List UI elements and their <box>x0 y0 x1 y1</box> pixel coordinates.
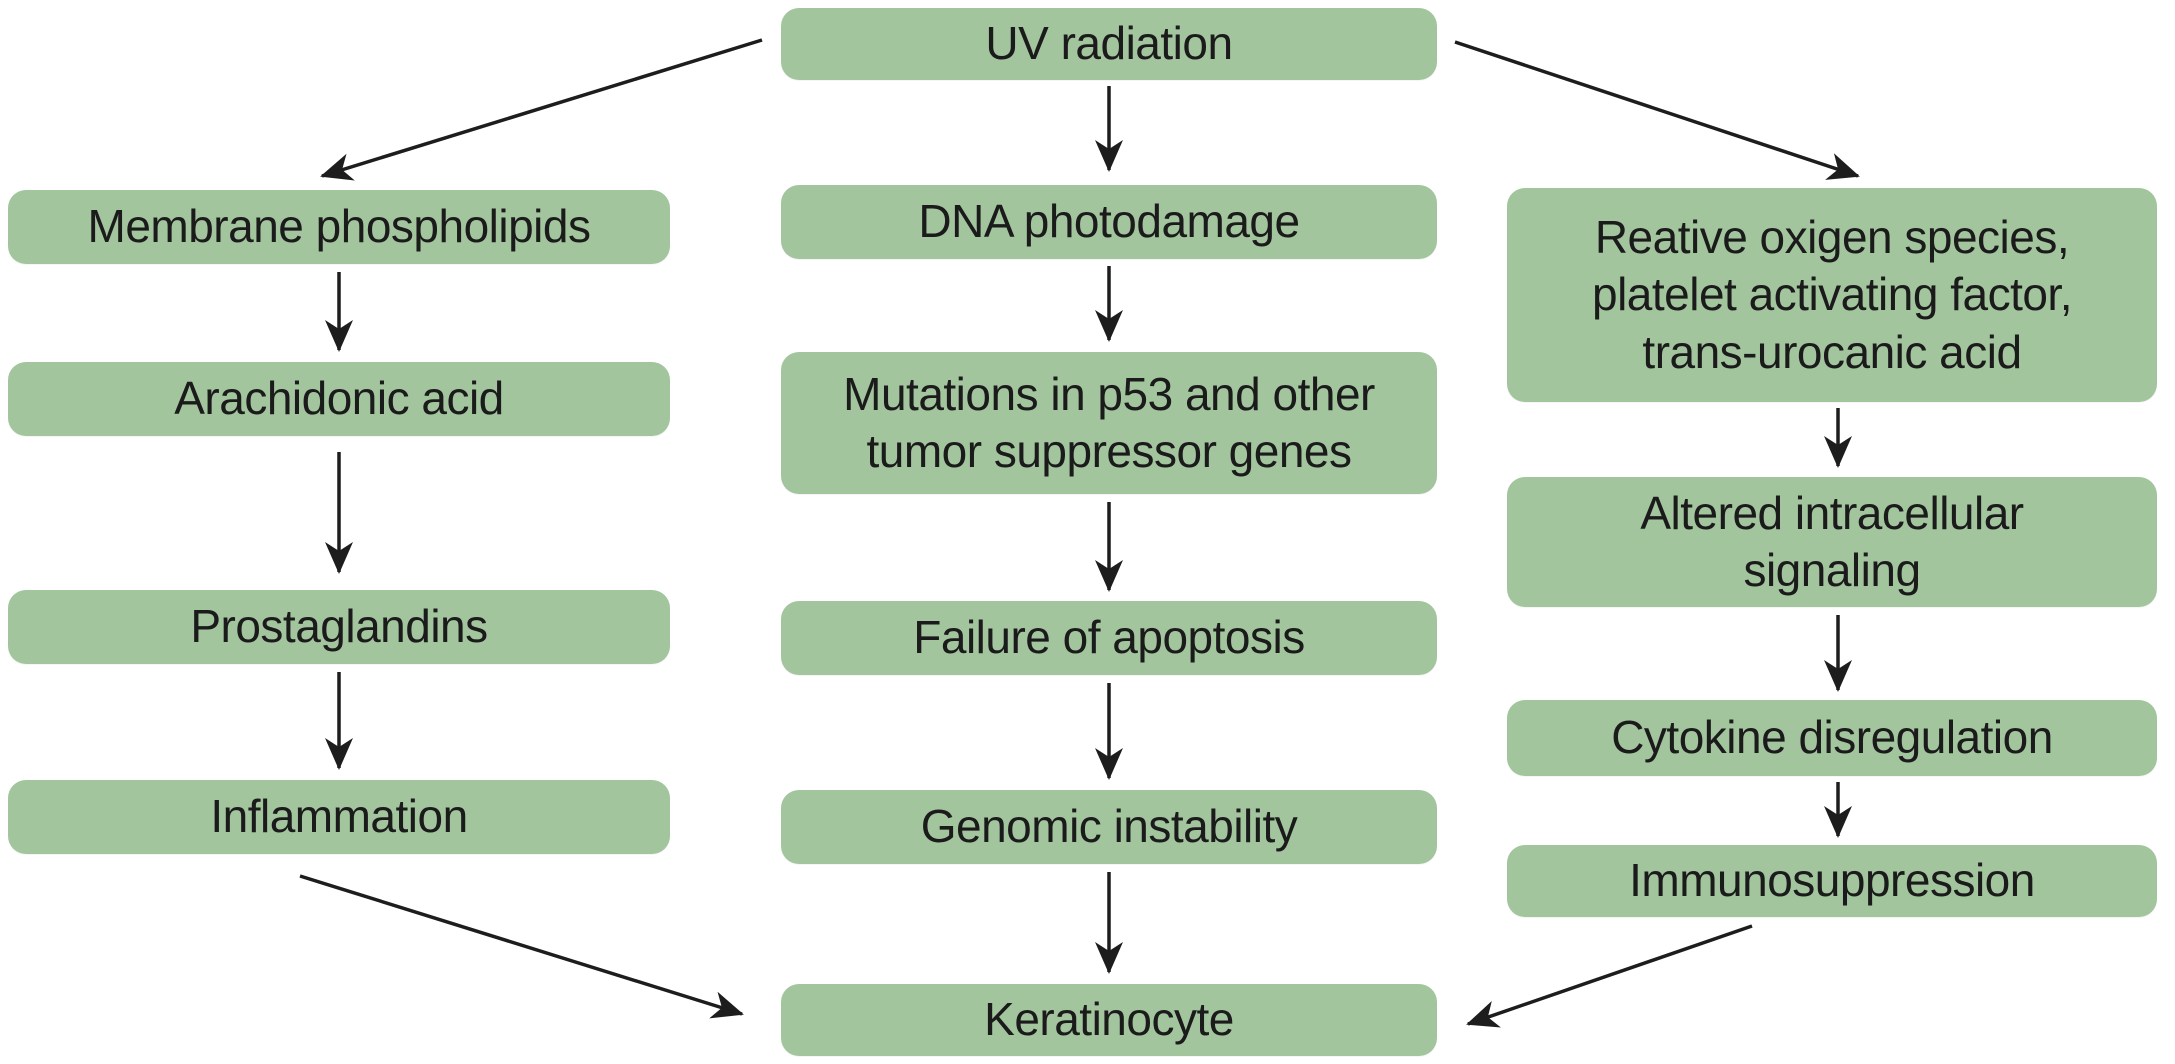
node-immunosuppression: Immunosuppression <box>1507 845 2157 917</box>
node-genomic-instability: Genomic instability <box>781 790 1437 864</box>
node-uv-radiation: UV radiation <box>781 8 1437 80</box>
node-dna-photodamage: DNA photodamage <box>781 185 1437 259</box>
node-p53-mutations: Mutations in p53 and other tumor suppres… <box>781 352 1437 494</box>
node-membrane-phospholipids: Membrane phospholipids <box>8 190 670 264</box>
node-failure-of-apoptosis: Failure of apoptosis <box>781 601 1437 675</box>
arrow-uv-to-membrane-phospholipids <box>320 38 763 181</box>
node-prostaglandins: Prostaglandins <box>8 590 670 664</box>
node-arachidonic-acid: Arachidonic acid <box>8 362 670 436</box>
node-inflammation: Inflammation <box>8 780 670 854</box>
node-keratinocyte: Keratinocyte <box>781 984 1437 1056</box>
node-cytokine-disregulation: Cytokine disregulation <box>1507 700 2157 776</box>
arrow-uv-to-ros <box>1454 40 1860 180</box>
node-reactive-oxygen-species: Reative oxigen species, platelet activat… <box>1507 188 2157 402</box>
arrow-immunosuppression-to-keratinocyte <box>1466 924 1753 1028</box>
arrow-inflammation-to-keratinocyte <box>299 874 744 1019</box>
node-altered-intracellular-signaling: Altered intracellular signaling <box>1507 477 2157 607</box>
